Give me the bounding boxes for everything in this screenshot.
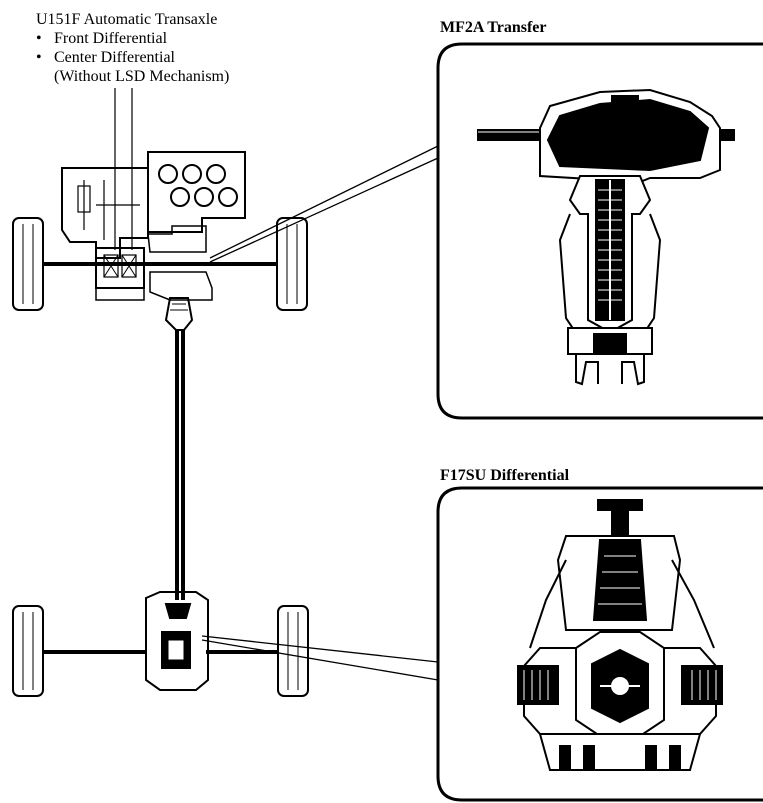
transaxle-item-front-differential: •Front Differential xyxy=(36,30,168,47)
front-differential-case xyxy=(95,247,145,289)
differential-cutaway xyxy=(517,499,723,771)
front-axle xyxy=(12,217,308,311)
rear-right-wheel xyxy=(277,605,309,697)
propeller-shaft xyxy=(175,330,185,600)
transfer-title: MF2A Transfer xyxy=(440,19,547,36)
rear-axle xyxy=(12,591,309,697)
callout-lines xyxy=(201,145,439,681)
rear-left-wheel xyxy=(12,605,44,697)
front-right-wheel xyxy=(276,217,308,311)
transfer-case xyxy=(147,225,207,253)
bullet-icon: • xyxy=(36,30,42,47)
transfer-cutaway xyxy=(477,88,735,386)
transaxle-housing xyxy=(61,167,149,259)
transaxle-item-note: (Without LSD Mechanism) xyxy=(54,68,230,85)
differential-title: F17SU Differential xyxy=(440,467,570,484)
rear-differential-housing xyxy=(145,591,209,691)
bullet-icon: • xyxy=(36,49,42,66)
transfer-output xyxy=(164,297,194,331)
front-left-wheel xyxy=(12,217,44,311)
transaxle-title: U151F Automatic Transaxle xyxy=(36,11,218,28)
transaxle-item-center-differential: •Center Differential xyxy=(36,49,175,66)
transfer-inset-frame xyxy=(436,42,763,420)
differential-inset-frame xyxy=(436,486,763,802)
engine-transaxle xyxy=(61,151,246,331)
